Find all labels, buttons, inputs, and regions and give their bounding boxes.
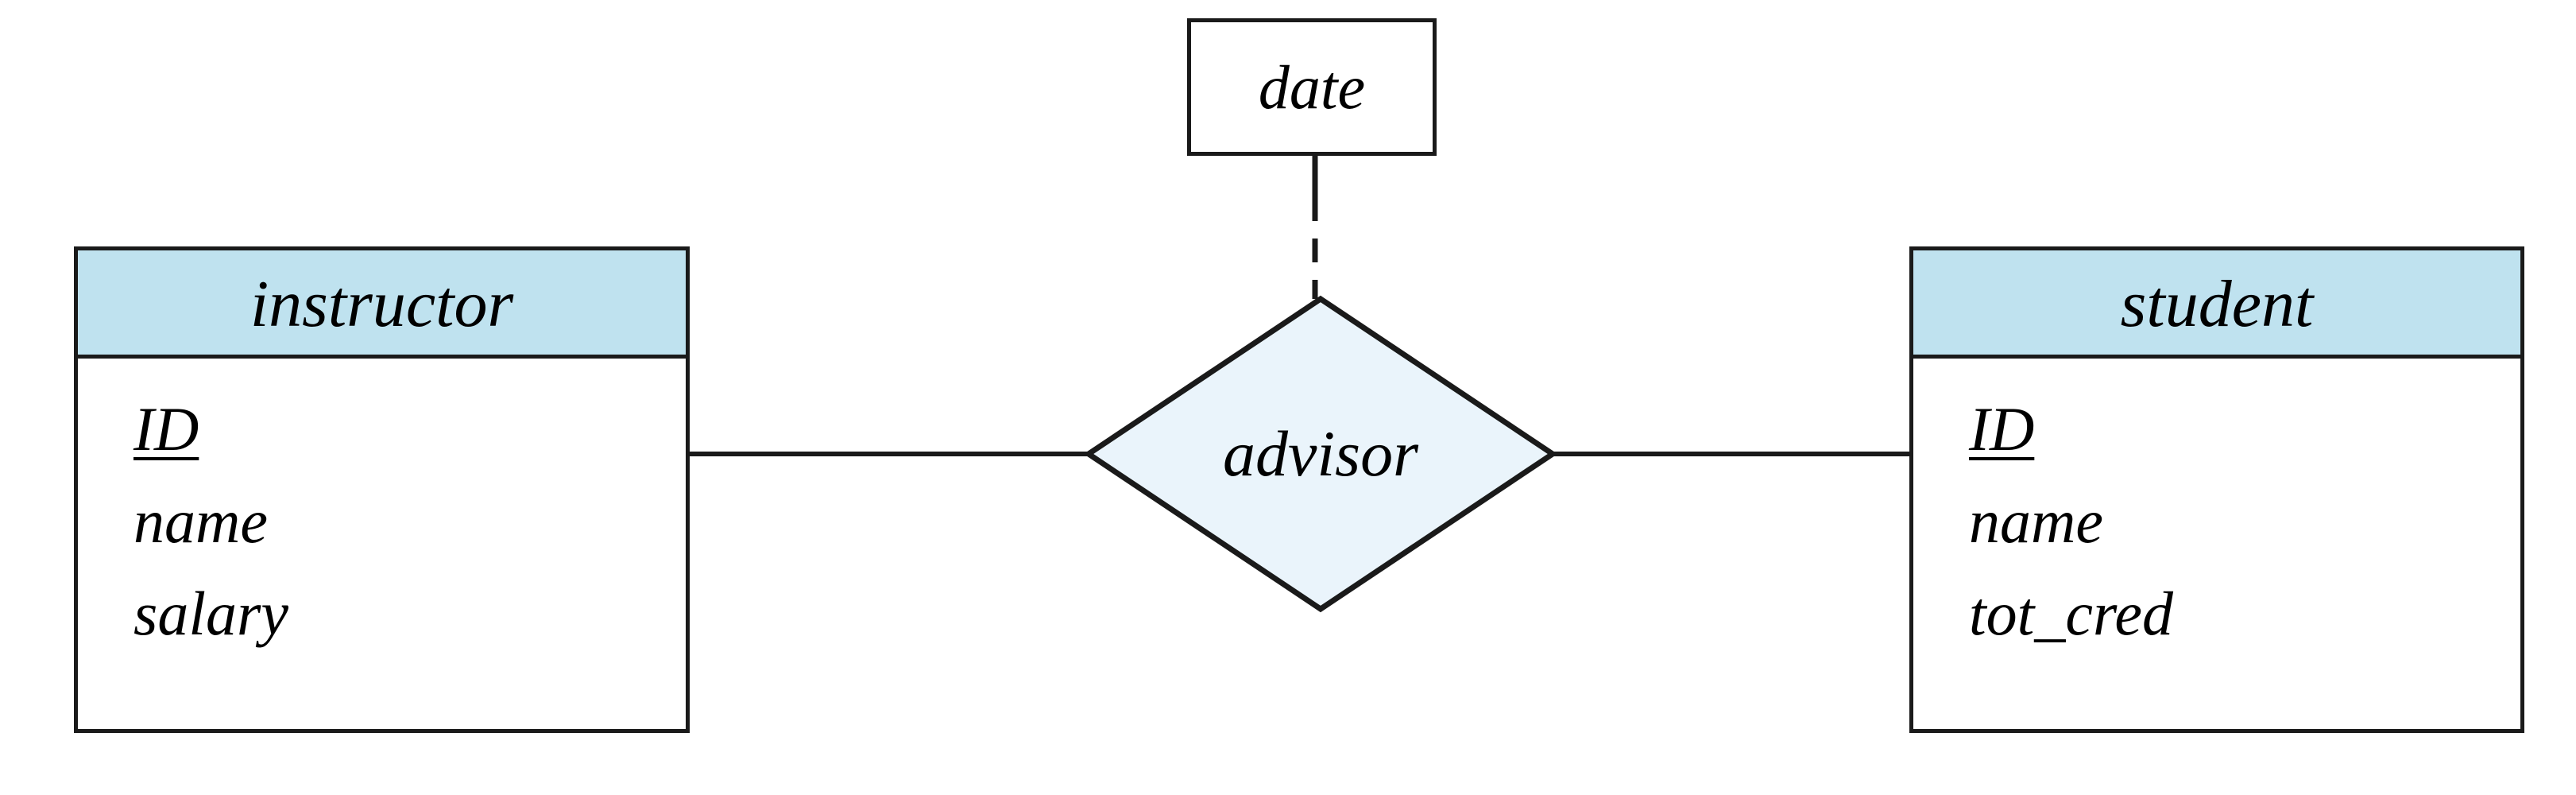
attribute-instructor-id: ID: [133, 394, 199, 463]
attribute-student-id: ID: [1969, 394, 2035, 463]
entity-box-student[interactable]: student ID name tot_cred: [1909, 246, 2524, 733]
attribute-instructor-salary: salary: [133, 579, 288, 648]
attribute-box-date[interactable]: date: [1187, 18, 1437, 156]
entity-header-student: student: [1913, 250, 2520, 359]
relationship-diamond-advisor[interactable]: advisor: [1083, 295, 1558, 613]
entity-attribute-list-student: ID name tot_cred: [1913, 359, 2520, 728]
attribute-student-name: name: [1969, 487, 2103, 556]
entity-attribute-list-instructor: ID name salary: [78, 359, 686, 728]
entity-header-instructor: instructor: [78, 250, 686, 359]
attribute-instructor-name: name: [133, 487, 268, 556]
attribute-label-date: date: [1258, 52, 1366, 122]
diamond-shape: [1083, 295, 1558, 613]
entity-box-instructor[interactable]: instructor ID name salary: [74, 246, 690, 733]
attribute-student-tot-cred: tot_cred: [1969, 579, 2174, 648]
